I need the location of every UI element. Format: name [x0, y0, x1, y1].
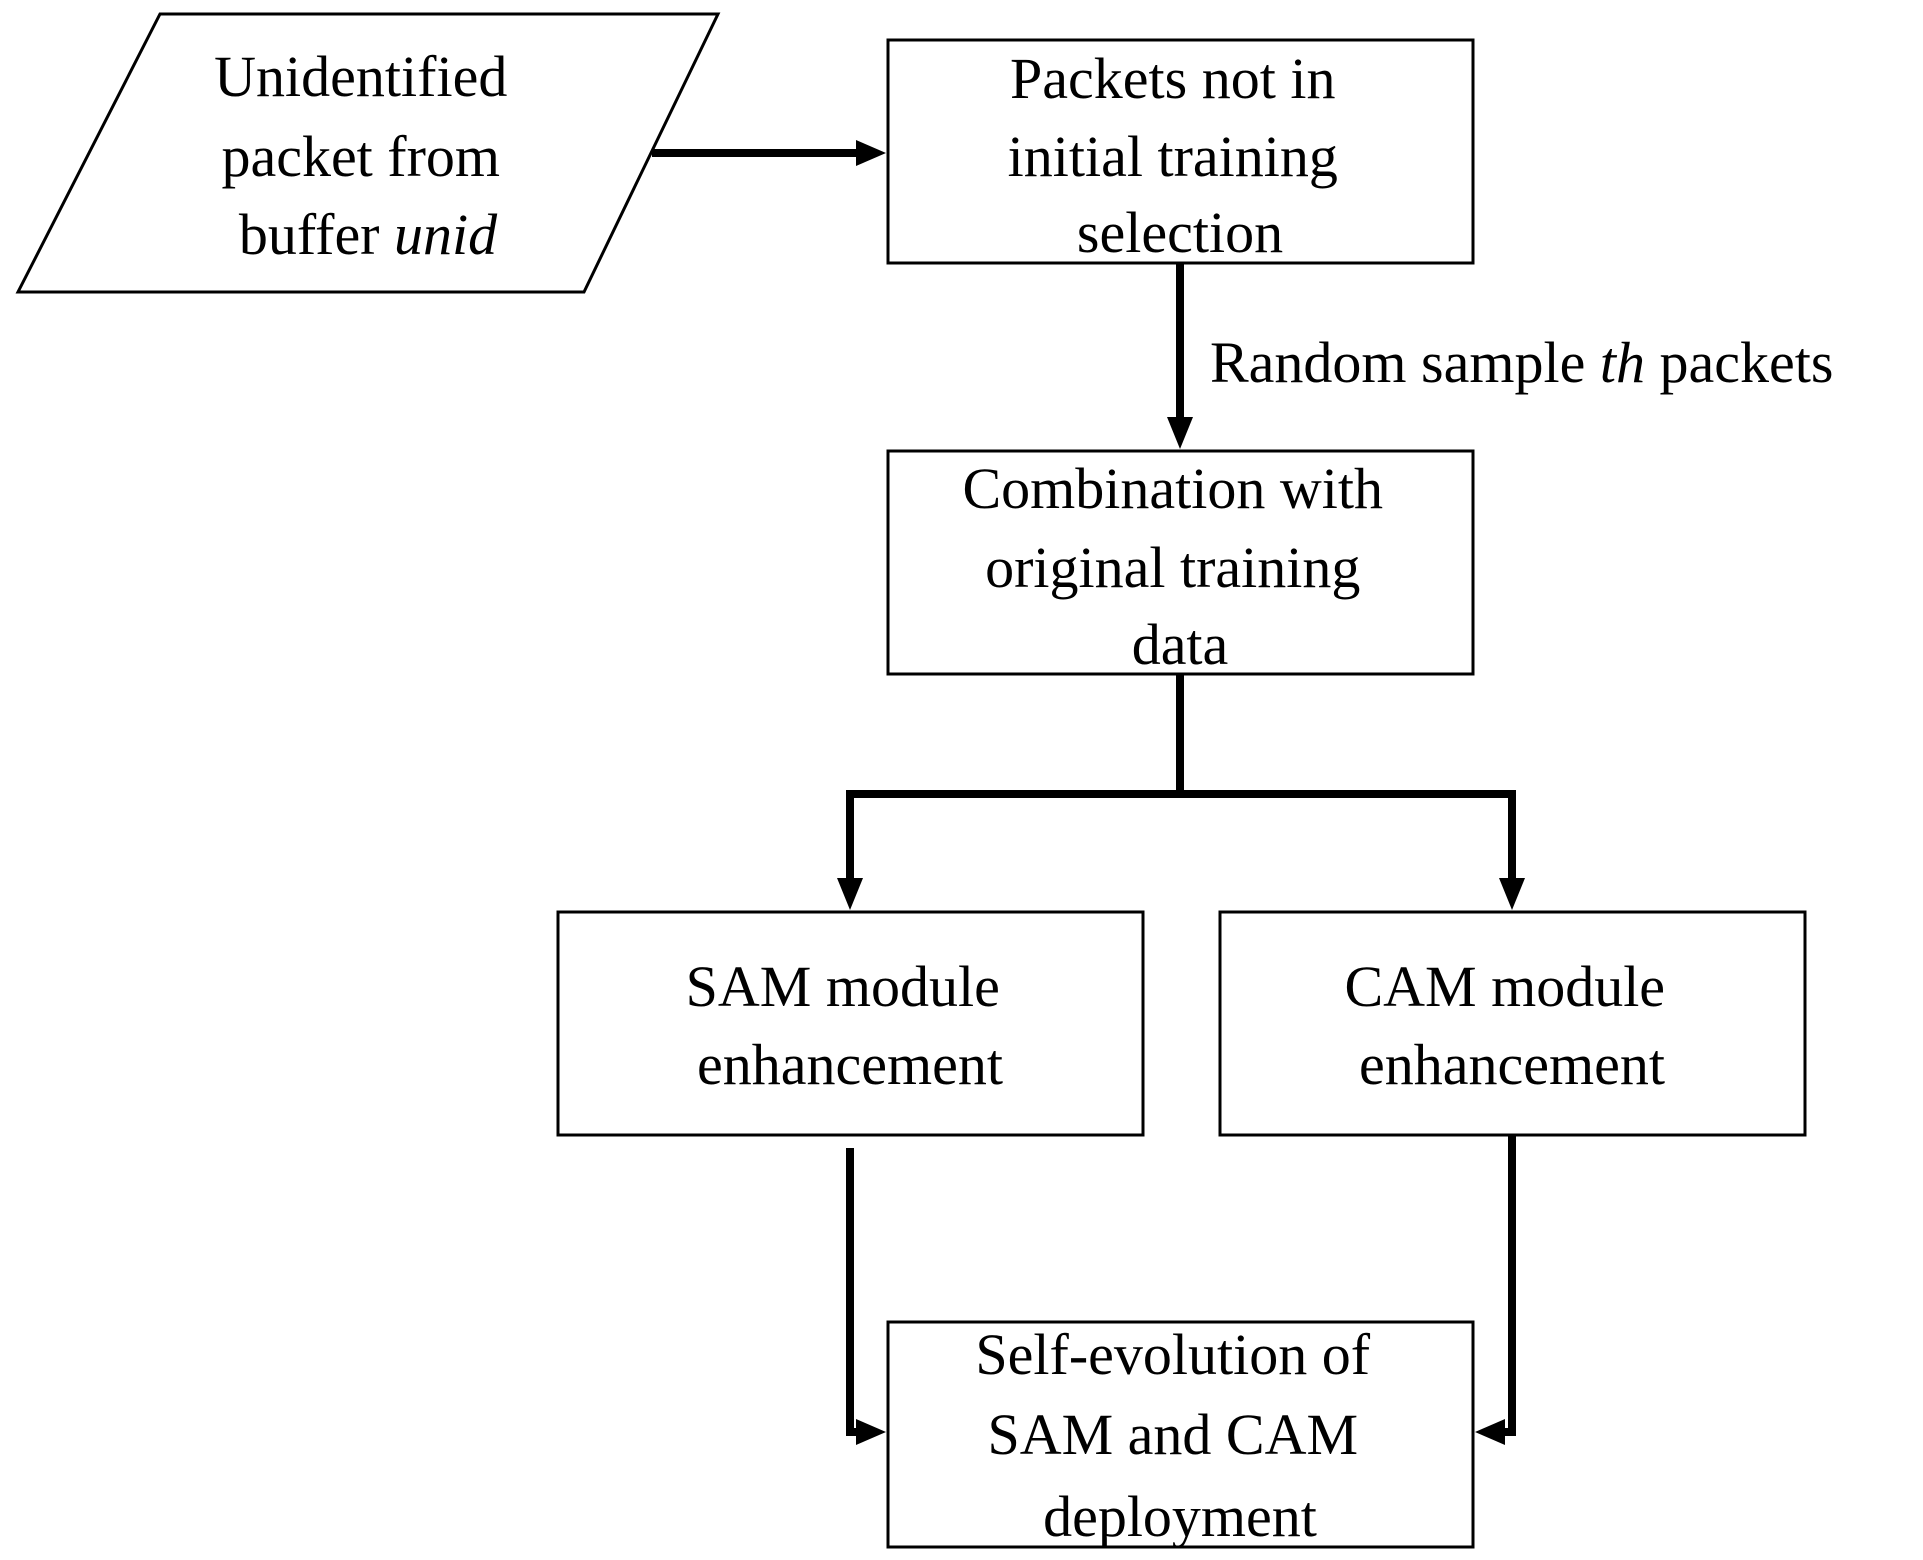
- deployment-box: [886, 1320, 1475, 1549]
- edge-label-variable: th: [1600, 330, 1645, 395]
- combination-line-2: original training: [985, 535, 1360, 600]
- svg-text:SAM module enhancement: SAM module enhancement: [686, 954, 1015, 1097]
- svg-text:Combination with origina: Combination with original training data: [963, 456, 1398, 677]
- edge-sam-to-deployment-arrowhead: [856, 1419, 886, 1445]
- edge-combination-split: [837, 674, 1525, 910]
- combination-line-3: data: [1132, 612, 1229, 677]
- deployment-line-3: deployment: [1043, 1484, 1317, 1549]
- edge-split-to-sam-arrowhead: [837, 878, 863, 910]
- packets-line-2: initial training: [1008, 124, 1338, 189]
- edge-cam-to-deployment-line: [1502, 1135, 1516, 1436]
- edge-label-suffix: packets: [1645, 330, 1833, 395]
- input-line-2: packet from: [221, 124, 500, 189]
- cam-box: [1218, 910, 1807, 1137]
- svg-text:Unidentified packet from: Unidentified packet from buffer unid: [214, 44, 522, 267]
- edge-cam-to-deployment-arrowhead: [1475, 1419, 1505, 1445]
- packets-line-1: Packets not in: [1010, 46, 1335, 111]
- edge-input-to-packets: [652, 140, 886, 166]
- input-line-1: Unidentified: [214, 44, 507, 109]
- cam-node: CAM module enhancement: [1218, 910, 1807, 1137]
- sam-line-2: enhancement: [697, 1032, 1003, 1097]
- packets-node: Packets not in initial training selectio…: [886, 38, 1475, 265]
- edge-split-to-sam-line: [846, 790, 1180, 880]
- edge-sam-to-deployment: [846, 1148, 886, 1445]
- sam-node: SAM module enhancement: [556, 910, 1145, 1137]
- deployment-node: Self-evolution of SAM and CAM deployment: [886, 1320, 1475, 1549]
- packets-box: [886, 38, 1475, 265]
- input-line-3-prefix: buffer: [239, 202, 394, 267]
- combination-node: Combination with original training data: [886, 449, 1475, 677]
- svg-text:Self-evolution of SAM an: Self-evolution of SAM and CAM deployment: [975, 1322, 1384, 1549]
- svg-text:CAM module enhancement: CAM module enhancement: [1344, 954, 1679, 1097]
- cam-line-2: enhancement: [1359, 1032, 1665, 1097]
- input-line-3-variable: unid: [394, 202, 498, 267]
- edge-split-to-cam-line: [1180, 790, 1516, 880]
- edge-cam-to-deployment: [1475, 1135, 1516, 1445]
- edge-packets-to-combination: Random sample th packets: [1167, 263, 1833, 449]
- input-node: Unidentified packet from buffer unid: [15, 12, 721, 294]
- sam-line-1: SAM module: [686, 954, 1000, 1019]
- input-shape: [15, 12, 721, 294]
- deployment-line-2: SAM and CAM: [987, 1402, 1358, 1467]
- input-line-3: buffer unid: [239, 202, 498, 267]
- combination-line-1: Combination with: [963, 456, 1384, 521]
- edge-sam-to-deployment-line: [846, 1148, 860, 1436]
- edge-input-to-packets-arrowhead: [856, 140, 886, 166]
- cam-line-1: CAM module: [1344, 954, 1665, 1019]
- deployment-line-1: Self-evolution of: [975, 1322, 1370, 1387]
- edge-label: Random sample th packets: [1210, 330, 1833, 395]
- sam-box: [556, 910, 1145, 1137]
- svg-text:Packets not in initial t: Packets not in initial training selectio…: [1008, 46, 1353, 265]
- edge-label-prefix: Random sample: [1210, 330, 1600, 395]
- edge-split-to-cam-arrowhead: [1499, 878, 1525, 910]
- packets-line-3: selection: [1077, 200, 1283, 265]
- edge-packets-to-combination-arrowhead: [1167, 417, 1193, 449]
- combination-box: [886, 449, 1475, 676]
